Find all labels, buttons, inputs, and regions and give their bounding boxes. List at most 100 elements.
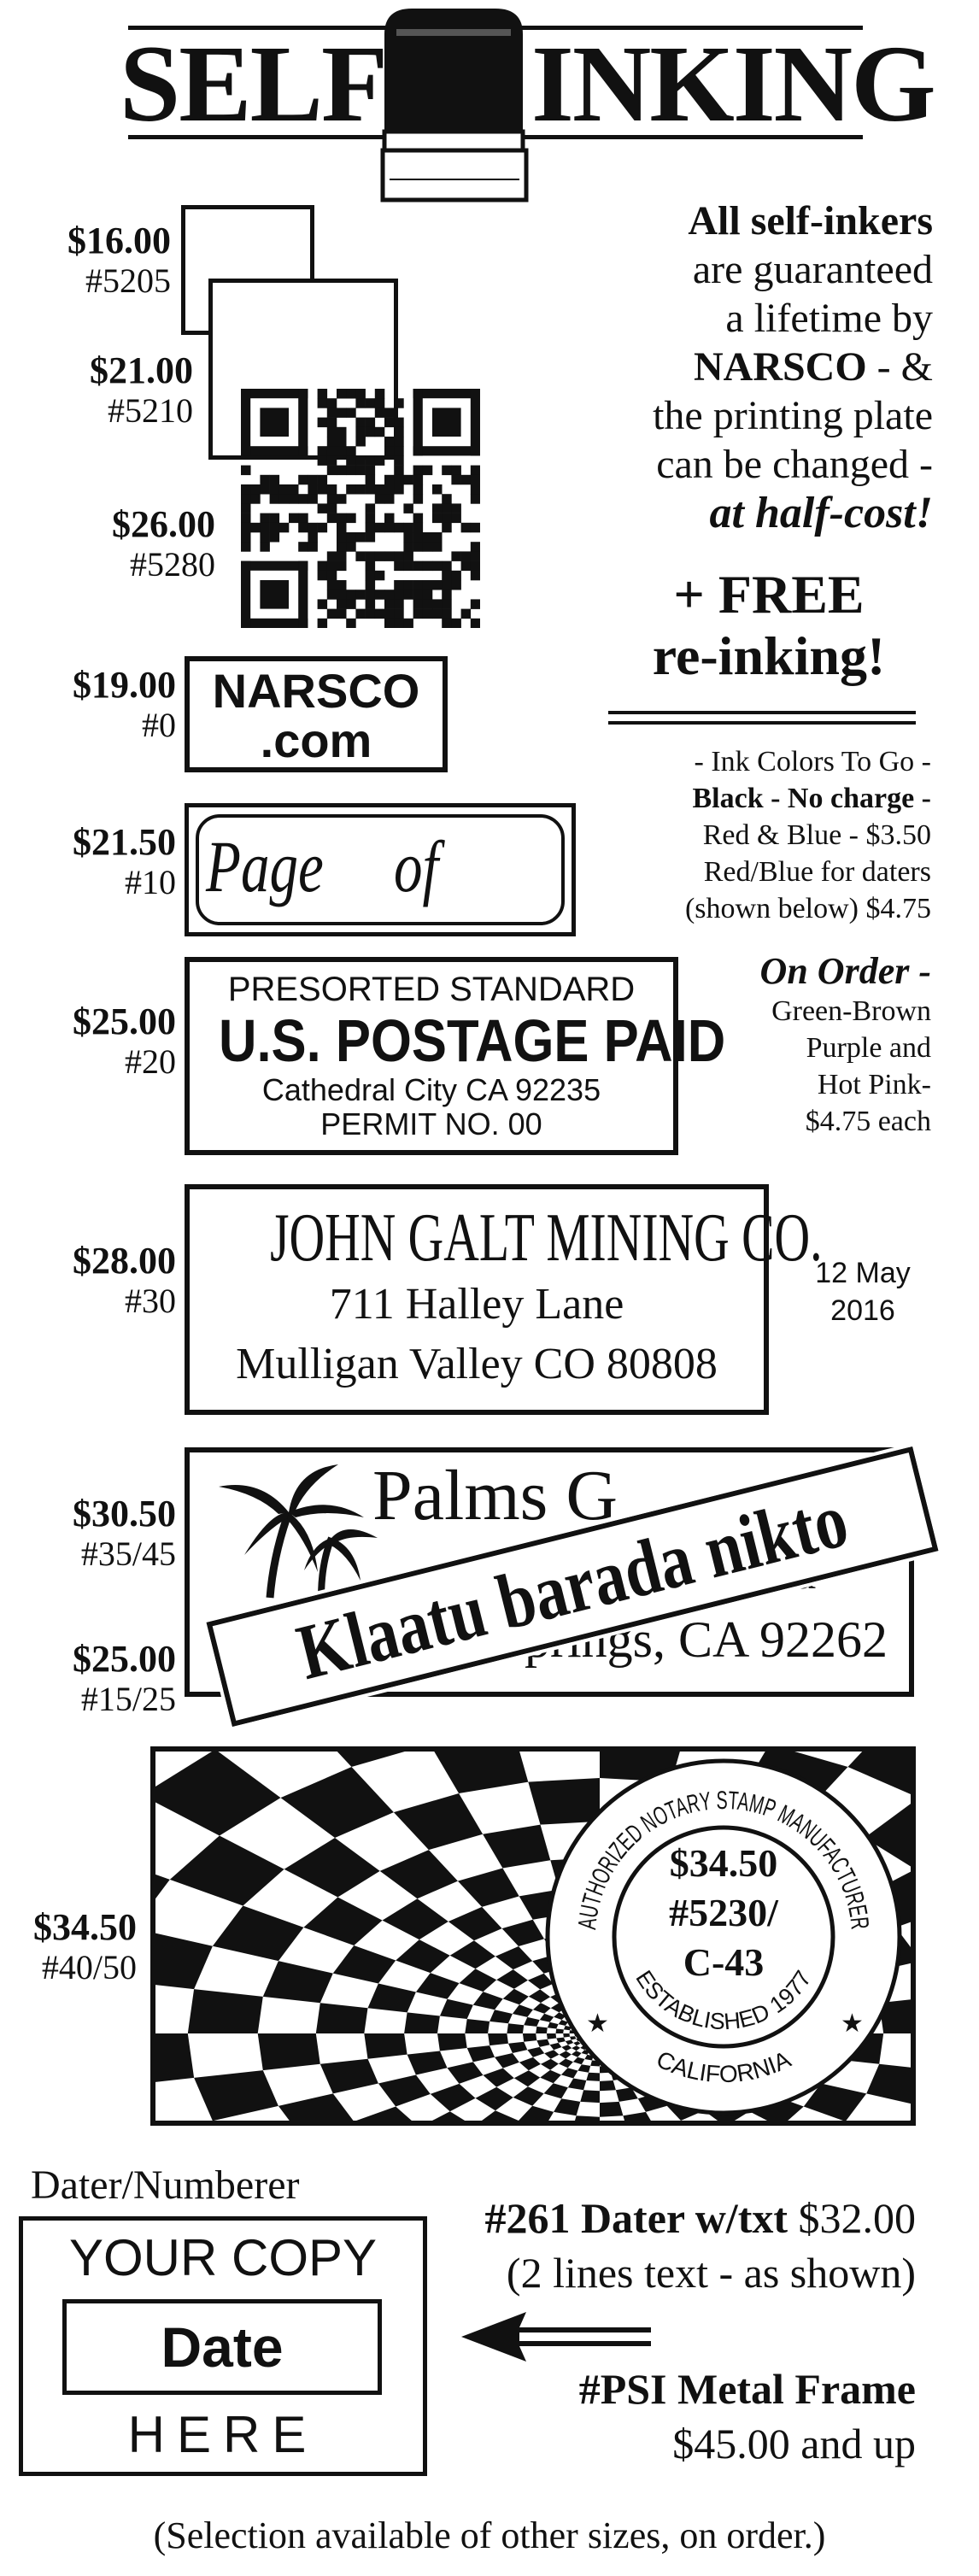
free-line: re-inking! [652,625,886,686]
checker-cell [483,1824,551,1869]
qr-module [317,455,328,466]
qr-module [384,599,395,609]
checker-cell [528,1778,600,1825]
qr-module [337,494,347,504]
checker-cell [488,2033,508,2046]
qr-module [432,599,443,609]
order-line: Hot Pink- [817,1069,931,1100]
checker-cell [615,2087,638,2102]
stamp-line: NARSCO [212,664,420,718]
qr-module [346,408,356,418]
stamp-of-text: of [394,825,439,907]
checker-cell [527,1973,554,1990]
checker-cell [155,2033,195,2082]
qr-module [298,513,308,524]
checker-cell [600,2080,616,2092]
qr-module [289,484,299,495]
qr-module [384,590,395,600]
qr-module [442,465,452,476]
qr-module [442,494,452,504]
qr-module [470,570,480,581]
stamp-line: JOHN GALT MINING CO. [270,1200,823,1276]
qr-module [442,580,452,590]
stamp-line: Cathedral City CA 92235 [261,1072,601,1107]
qr-module [442,608,452,619]
qr-module [346,446,356,456]
qr-module [241,542,251,552]
qr-module [432,513,443,524]
qr-module [260,580,289,609]
qr-module [346,618,356,628]
qr-module [413,446,480,456]
ink-redblue: Red & Blue - $3.50 [702,819,931,851]
qr-module [470,542,480,552]
qr-module [413,532,424,543]
checker-cell [495,1946,533,1970]
stamp-40-label: $34.50 #40/50 [3,1907,137,1987]
qr-module [442,570,452,581]
qr-module [422,599,433,609]
qr-module [365,398,376,408]
guarantee-brand-line: NARSCO - & [557,343,933,391]
checker-cell [407,2051,448,2075]
qr-module [413,590,424,600]
qr-module [346,465,356,476]
qr-module [365,590,376,600]
qr-module [432,560,443,572]
checker-cell [155,1933,213,1990]
checker-cell [447,2062,484,2084]
checker-cell [439,1998,473,2019]
qr-module [422,542,433,552]
checker-cell [457,1868,519,1907]
qr-module [298,560,308,628]
stamp-10-label: $21.50 #10 [17,822,176,902]
qr-module [384,608,395,619]
stamp-line: Palms G [372,1456,618,1535]
checker-cell [524,2016,540,2027]
stamp-number: #5210 [108,391,193,430]
qr-module [432,542,443,552]
dater-line: HERE [127,2406,319,2463]
checker-cell [543,2083,568,2099]
order-line: $4.75 each [805,1106,931,1137]
checker-cell [303,1897,383,1945]
qr-module [413,580,424,590]
qr-module [422,532,433,543]
stamp-narsco: NARSCO .com [185,656,448,772]
checker-cell [554,2012,566,2020]
qr-module [337,408,347,418]
qr-module [326,580,337,590]
qr-module [413,513,424,524]
qr-module [384,417,395,428]
stamp-line: PRESORTED STANDARD [227,971,636,1008]
stamp-number: #40/50 [41,1948,137,1986]
checker-cell [563,2033,570,2038]
checker-cell [187,1989,263,2033]
qr-module [460,474,472,485]
qr-module [278,494,290,504]
checker-cell [865,1804,911,1867]
checker-cell [437,2033,467,2051]
qr-module [460,522,472,533]
checker-cell [803,2083,867,2121]
qr-module [403,474,413,485]
checker-cell [527,2046,545,2057]
header-inking: INKING [531,23,936,144]
stamp-20-label: $25.00 #20 [17,1001,176,1082]
qr-module [298,522,308,533]
stamp-price: $16.00 [67,220,171,261]
qr-module [355,426,366,437]
qr-module [317,417,328,428]
checker-cell [378,2074,431,2107]
stamp-price: $21.00 [90,349,193,391]
qr-module [422,560,433,572]
qr-module [470,484,480,495]
qr-module [326,437,337,447]
qr-module [365,608,376,619]
qr-module [384,408,395,418]
stamp-line: PERMIT NO. 00 [320,1106,542,1141]
date-line: 12 May [815,1257,911,1289]
qr-module [241,446,308,456]
qr-module [442,618,452,628]
checker-cell [558,2058,573,2068]
